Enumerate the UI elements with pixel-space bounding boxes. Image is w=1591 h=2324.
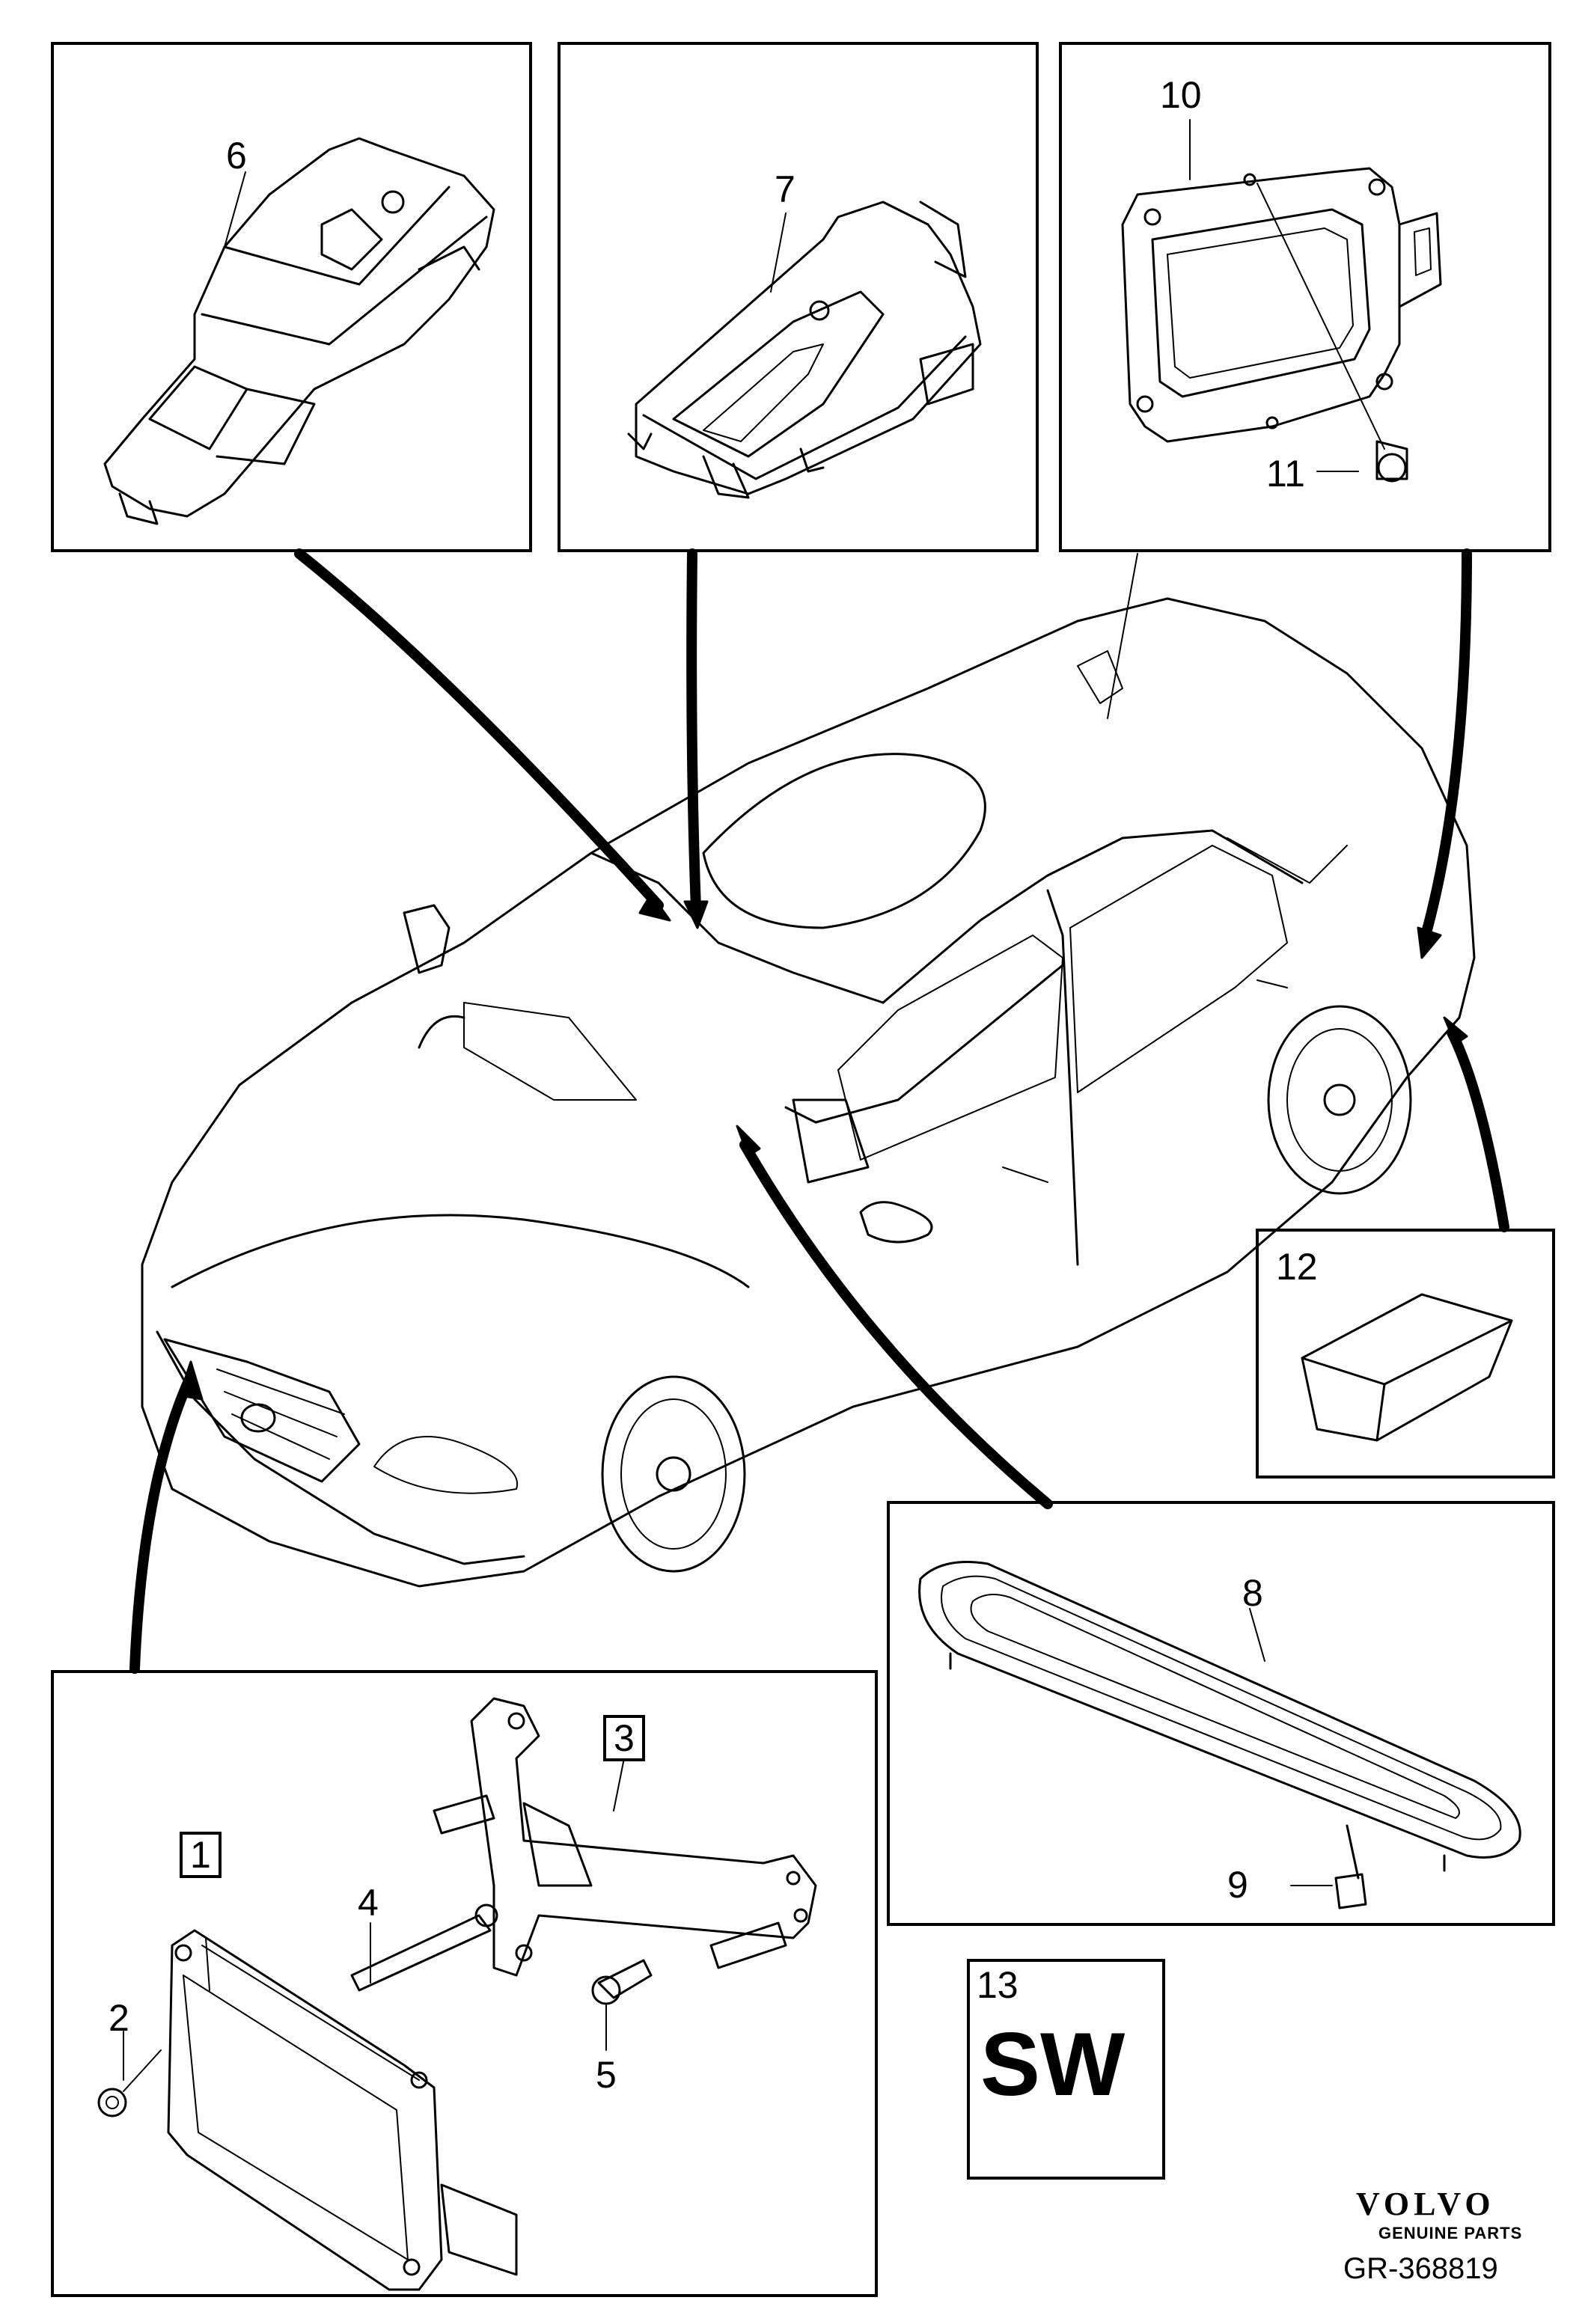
software-label: SW — [980, 2014, 1126, 2114]
callout-12: 12 — [1276, 1246, 1318, 1288]
callout-7: 7 — [775, 168, 796, 210]
car-icon — [141, 597, 1476, 1588]
panel-item-10-11 — [1059, 42, 1551, 552]
foam-pad-icon — [1301, 1293, 1513, 1442]
callout-3: 3 — [603, 1715, 645, 1761]
brand-tagline: GENUINE PARTS — [1378, 2224, 1523, 2242]
bracket-icon — [433, 1697, 817, 1977]
cover-icon — [918, 1561, 1521, 1872]
panel-item-13 — [967, 1959, 1165, 2180]
callout-5: 5 — [596, 2054, 617, 2096]
bolt-icon — [591, 1959, 653, 2005]
sensor-cover-icon — [103, 137, 495, 525]
brand-name: VOLVO — [1356, 2186, 1495, 2222]
sensor-icon — [167, 1929, 518, 2291]
callout-4: 4 — [358, 1882, 379, 1924]
control-module-icon — [1121, 167, 1442, 443]
camera-icon — [627, 201, 982, 499]
nut-icon — [97, 2049, 162, 2117]
reference-number: GR-368819 — [1343, 2252, 1498, 2285]
panel-item-1-5 — [51, 1670, 878, 2297]
bolt-icon — [350, 1903, 498, 1992]
bolt-icon — [1290, 1824, 1367, 1909]
callout-10: 10 — [1160, 74, 1202, 116]
panel-item-7 — [558, 42, 1039, 552]
callout-6: 6 — [226, 135, 247, 177]
bolt-icon — [1316, 440, 1408, 483]
callout-13: 13 — [977, 1964, 1019, 2006]
callout-8: 8 — [1242, 1572, 1263, 1614]
callout-9: 9 — [1227, 1864, 1248, 1906]
callout-1: 1 — [180, 1832, 222, 1878]
callout-2: 2 — [109, 1997, 129, 2039]
panel-item-12 — [1256, 1229, 1555, 1479]
callout-11: 11 — [1266, 453, 1305, 495]
